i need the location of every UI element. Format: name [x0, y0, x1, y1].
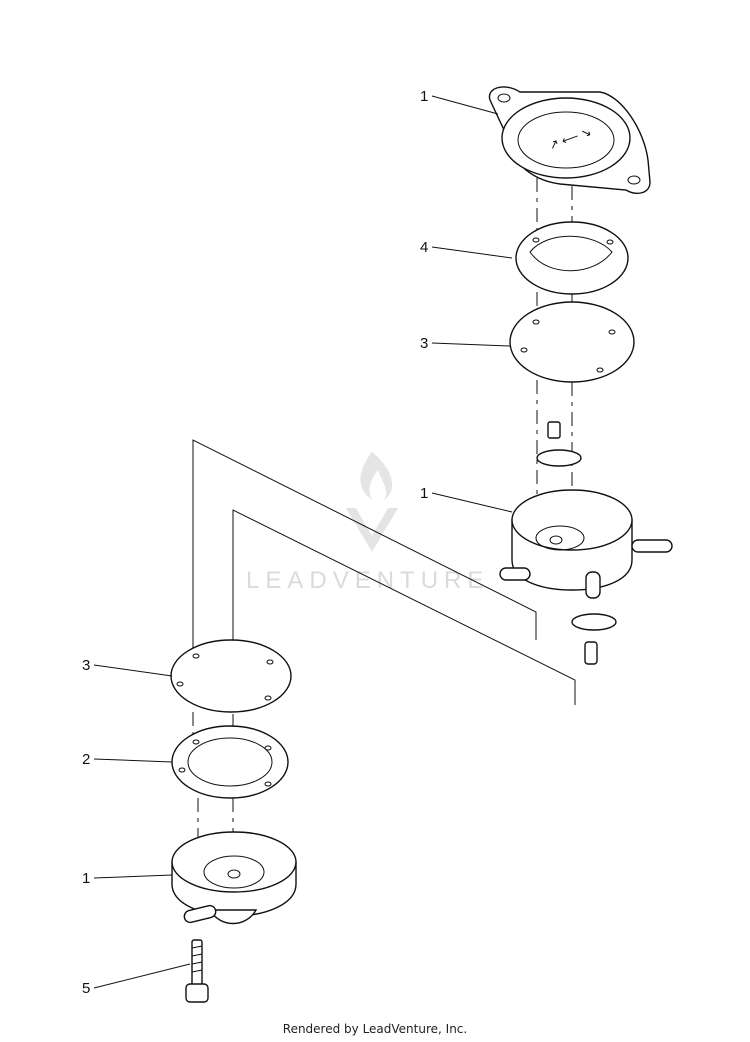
callout-label: 1: [82, 870, 90, 887]
callout-label: 5: [82, 980, 90, 997]
callout-label: 3: [82, 657, 90, 674]
upper-diaphragm-part: [509, 301, 635, 383]
callout-label: 1: [420, 485, 428, 502]
assembly-routing-lines: [192, 439, 576, 705]
lower-cover-part: [171, 831, 297, 925]
watermark: LEADVENTURE: [246, 452, 489, 594]
callout-label: 3: [420, 335, 428, 352]
lower-diaphragm-part: [170, 639, 292, 713]
flame-v-logo-icon: [346, 452, 398, 552]
pump-body-part: [499, 489, 673, 599]
callout-label: 4: [420, 239, 428, 256]
lower-check-valve-part: [571, 613, 617, 665]
callout-label: 1: [420, 88, 428, 105]
leader-lines: [93, 95, 513, 989]
top-cover-part: ↗ ⟵ ↘: [488, 86, 651, 194]
upper-check-valve-part: [536, 421, 582, 467]
valve-gasket-part: [515, 221, 629, 295]
watermark-text: LEADVENTURE: [246, 567, 489, 594]
callout-label: 2: [82, 751, 90, 768]
footer-credit: Rendered by LeadVenture, Inc.: [282, 1022, 468, 1036]
gasket-ring-part: [171, 725, 289, 799]
screw-part: [185, 939, 209, 1003]
